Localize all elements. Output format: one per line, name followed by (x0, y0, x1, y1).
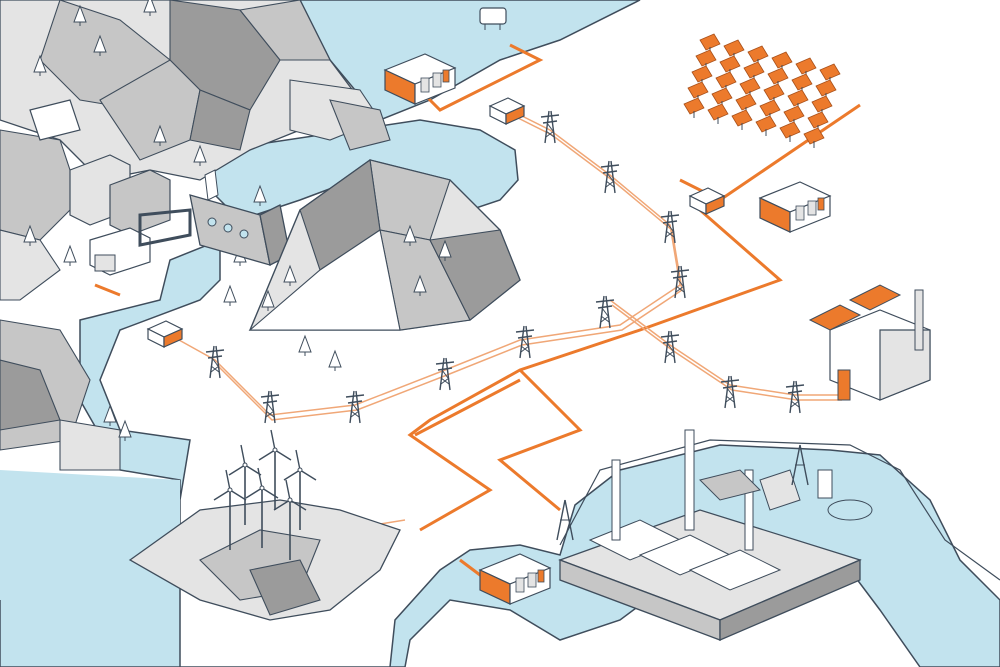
solar-panel-icon (683, 33, 841, 149)
transmission-lines (169, 109, 842, 541)
solar-panel (731, 109, 753, 131)
power-plant-icon (558, 429, 873, 641)
solar-panel (755, 115, 777, 137)
solar-panel (707, 103, 729, 125)
wind-turbine-island (128, 429, 401, 621)
solar-panel (779, 121, 801, 143)
derrick-icon (556, 444, 809, 541)
factory-icon (808, 284, 931, 401)
central-mountain (223, 159, 521, 372)
lake-south (0, 470, 180, 600)
river (0, 238, 1000, 667)
river-inner-shore (559, 439, 1000, 581)
vehicle-icon (479, 7, 507, 30)
village-buildings (29, 99, 192, 276)
solar-panel (683, 97, 705, 119)
hydro-dam-icon (189, 169, 291, 266)
